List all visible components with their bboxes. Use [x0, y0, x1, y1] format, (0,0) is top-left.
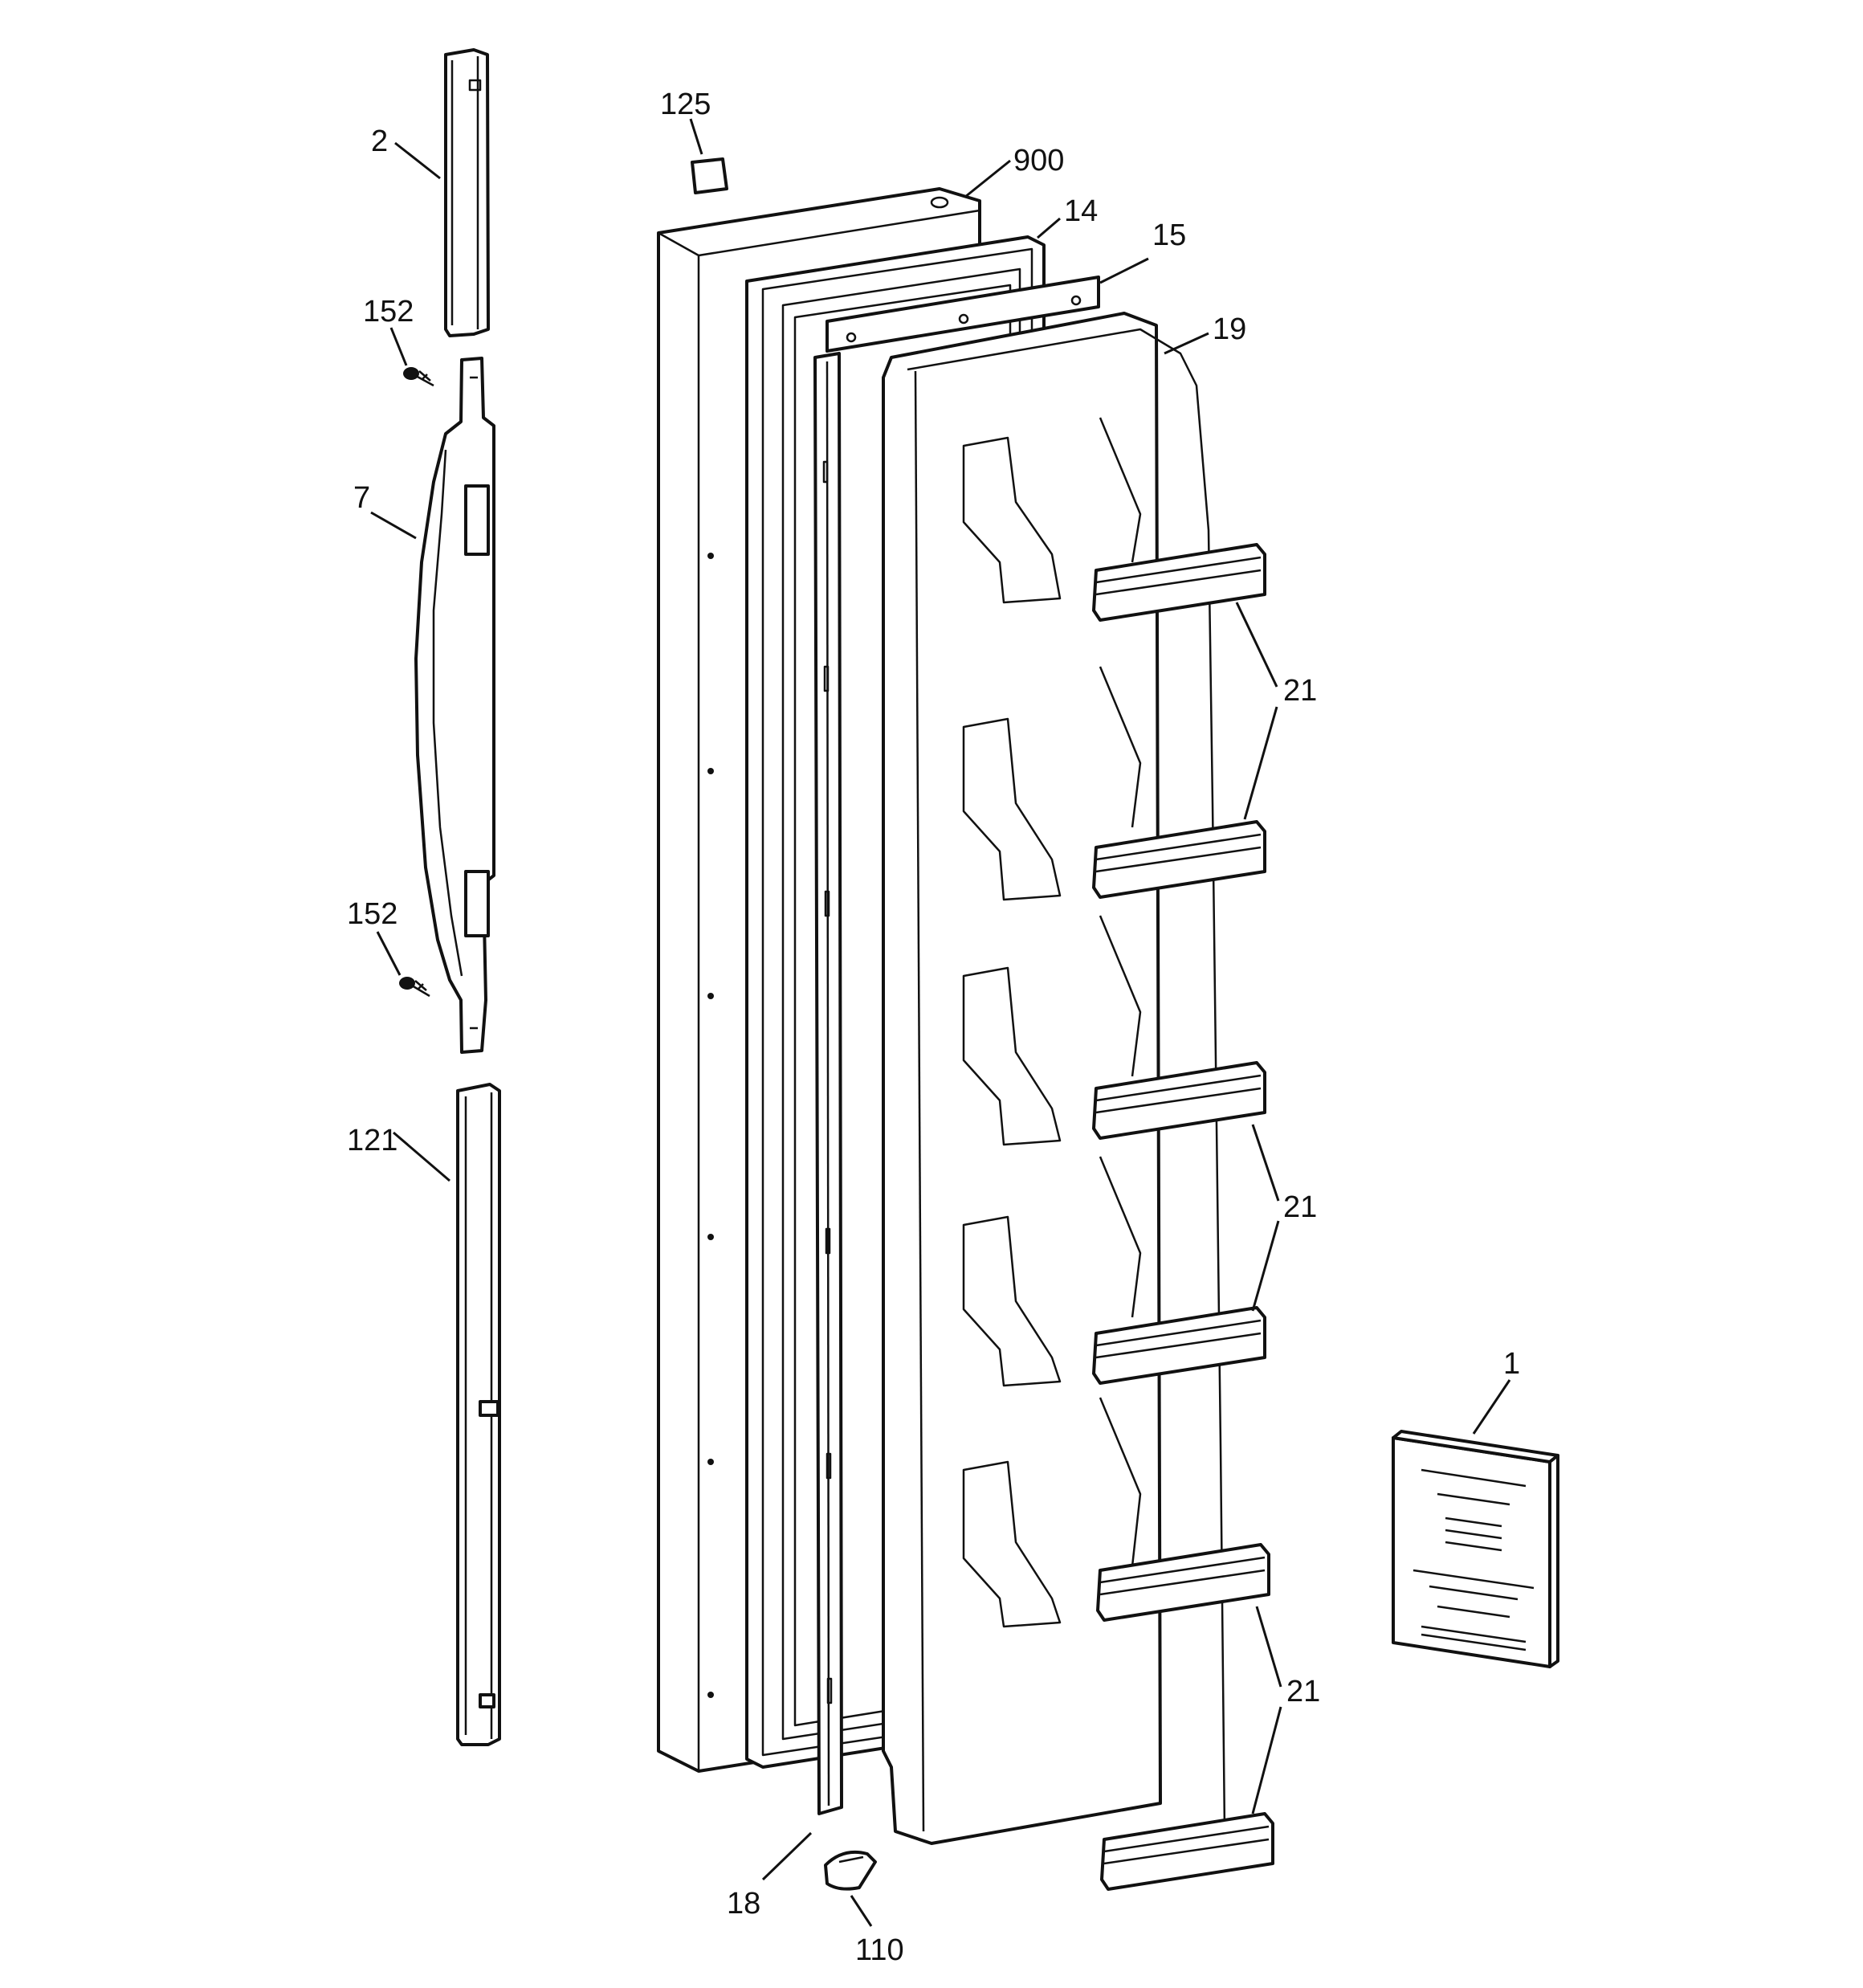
- door-bin: [1092, 1061, 1266, 1140]
- door-bin: [1100, 1812, 1274, 1891]
- callout-19: 19: [1213, 312, 1246, 346]
- callout-21-upper: 21: [1283, 674, 1317, 708]
- callout-labels: 2 152 7 152 121 125 900 14 15 19 21 21 2…: [347, 88, 1520, 1967]
- callout-900: 900: [1013, 144, 1064, 178]
- callout-152-lower: 152: [347, 897, 397, 931]
- callout-18: 18: [727, 1887, 760, 1921]
- plug-button: [691, 157, 728, 194]
- callout-1: 1: [1503, 1347, 1520, 1381]
- owners-manual: [1392, 1430, 1559, 1668]
- door-liner: [882, 312, 1226, 1845]
- door-cam: [824, 1850, 877, 1891]
- callout-21-lower: 21: [1286, 1675, 1320, 1708]
- callout-21-middle: 21: [1283, 1190, 1317, 1224]
- leader-lines: [370, 118, 1511, 1927]
- callout-2: 2: [371, 125, 388, 158]
- retainer-strip-top: [826, 276, 1100, 353]
- door-bin: [1092, 543, 1266, 622]
- screw-upper: [403, 367, 434, 387]
- callout-121: 121: [347, 1124, 397, 1157]
- screw-lower: [399, 977, 430, 998]
- callout-14: 14: [1064, 194, 1098, 228]
- callout-152-upper: 152: [363, 295, 414, 329]
- door-handle: [414, 357, 495, 1054]
- handle-trim-top: [444, 48, 490, 337]
- callout-125: 125: [660, 88, 711, 121]
- callout-15: 15: [1152, 218, 1186, 252]
- door-bin: [1092, 1306, 1266, 1385]
- handle-trim-bottom: [456, 1083, 501, 1746]
- door-bin: [1096, 1543, 1270, 1622]
- retainer-strip-side: [813, 352, 843, 1815]
- callout-7: 7: [353, 481, 370, 515]
- door-bin: [1092, 820, 1266, 899]
- callout-110: 110: [855, 1933, 904, 1967]
